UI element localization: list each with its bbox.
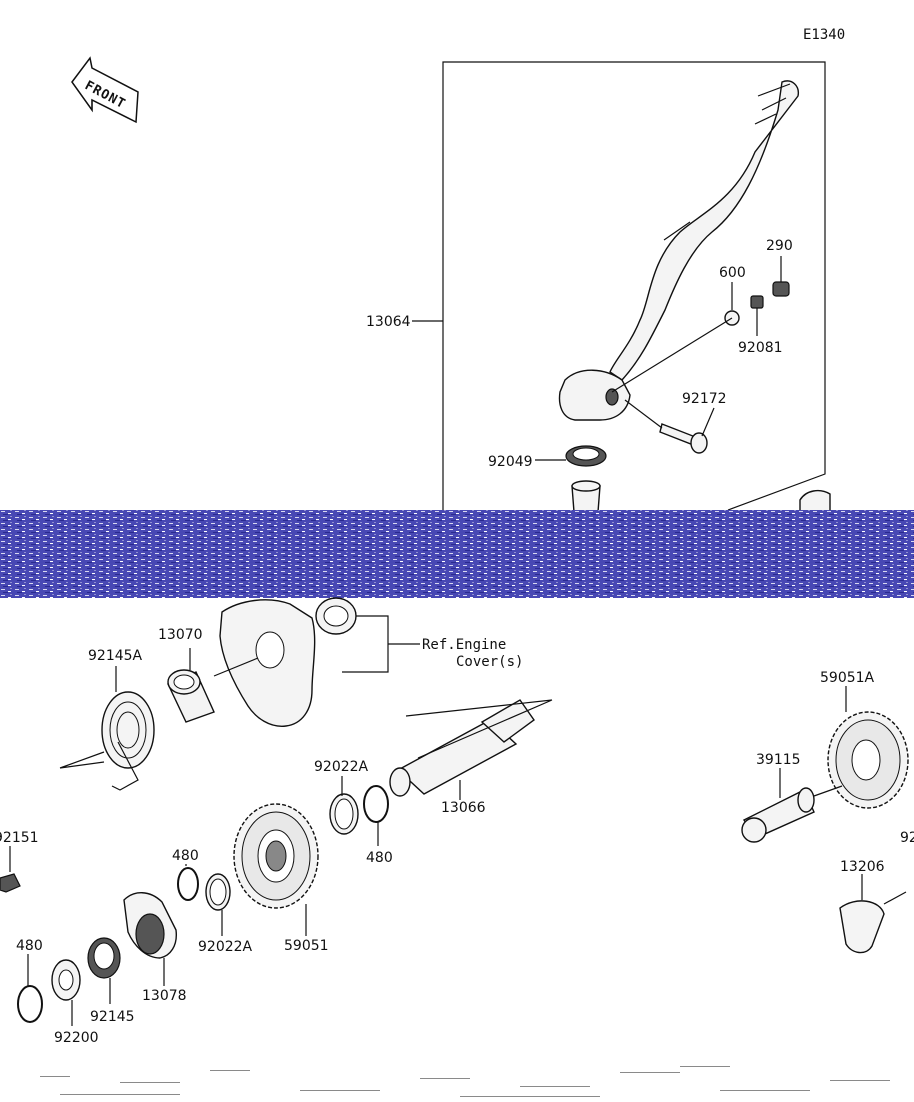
kick-pedal-lever [558, 80, 799, 421]
label-13078: 13078 [142, 988, 187, 1004]
assembly-bracket [442, 61, 826, 511]
bottom-scan-noise [40, 1066, 890, 1097]
ratchet-13078 [123, 892, 177, 959]
label-290: 290 [766, 238, 793, 254]
ref-note-line1: Ref.Engine [422, 637, 506, 653]
label-92200: 92200 [54, 1030, 99, 1046]
label-92172: 92172 [682, 391, 727, 407]
ref-note-line2: Cover(s) [456, 654, 523, 670]
label-480-a: 480 [172, 848, 199, 864]
label-13066: 13066 [441, 800, 486, 816]
bushing-13070 [167, 669, 215, 723]
label-92151: 92151 [0, 830, 39, 846]
label-480-low: 480 [16, 938, 43, 954]
diagram-code: E1340 [803, 27, 845, 43]
spring-92081 [750, 295, 764, 309]
label-92145A: 92145A [88, 648, 143, 664]
gear-59051A [827, 711, 909, 809]
kick-shaft-13066 [389, 699, 553, 797]
kick-gear-59051 [233, 803, 319, 909]
label-92145: 92145 [90, 1009, 135, 1025]
circlip-480-low [17, 985, 43, 1023]
label-13206: 13206 [840, 859, 885, 875]
label-13070: 13070 [158, 627, 203, 643]
label-92081: 92081 [738, 340, 783, 356]
circlip-480-a [177, 867, 199, 901]
label-600: 600 [719, 265, 746, 281]
plug-290 [772, 281, 790, 297]
spring-92145 [87, 937, 121, 979]
scan-noise-band [0, 510, 914, 598]
guide-13206 [839, 900, 885, 954]
front-arrow-icon: FRONT [71, 56, 139, 124]
label-92022A-top: 92022A [314, 759, 369, 775]
oil-seal-92049 [565, 445, 607, 467]
label-59051: 59051 [284, 938, 329, 954]
label-92-cut: 92 [900, 830, 914, 846]
label-92022A-low: 92022A [198, 939, 253, 955]
pin-39115 [741, 787, 815, 843]
label-13064: 13064 [366, 314, 411, 330]
label-39115: 39115 [756, 752, 801, 768]
bolt-92172 [659, 423, 708, 454]
bolt-92151 [0, 873, 21, 893]
label-92049: 92049 [488, 454, 533, 470]
label-480-mid: 480 [366, 850, 393, 866]
circlip-480-mid [363, 785, 389, 823]
kick-spring-92145A [59, 691, 155, 791]
label-59051A: 59051A [820, 670, 875, 686]
